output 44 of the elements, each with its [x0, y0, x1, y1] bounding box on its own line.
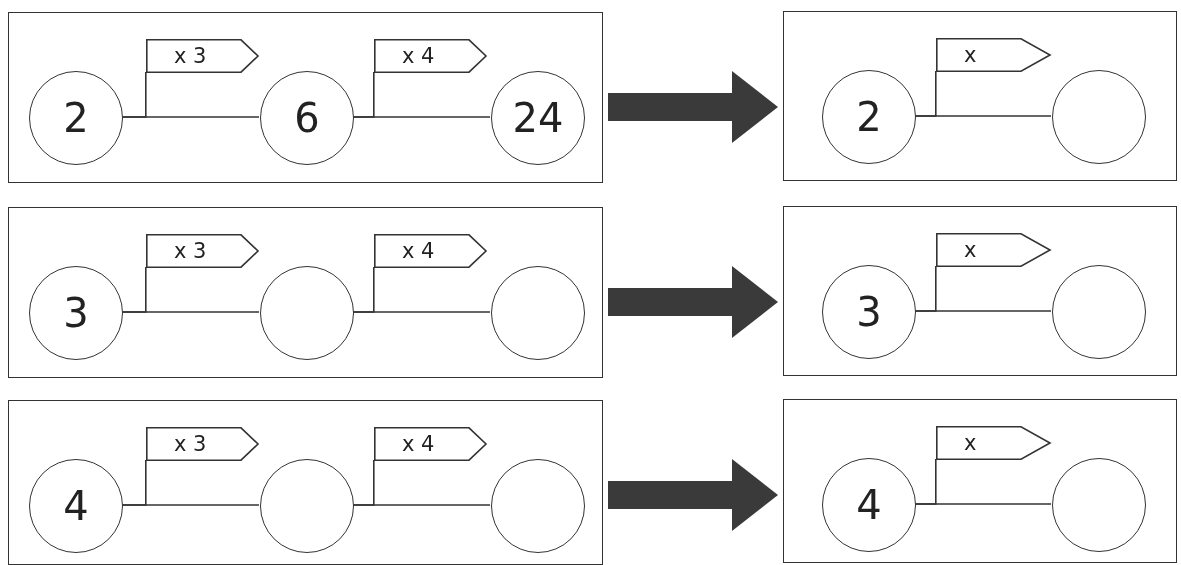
flag-pole-line [352, 71, 375, 118]
panel-box [783, 11, 1177, 181]
number-text: 24 [512, 95, 564, 141]
flag-pole-line [914, 458, 937, 505]
flag-tag [374, 234, 487, 268]
number-text: 4 [856, 482, 882, 528]
number-text: 2 [63, 95, 89, 141]
flag-tag [936, 426, 1051, 460]
multiplier-text: x 4 [402, 44, 435, 68]
flag-pole-line [121, 459, 147, 506]
multiplier-text: x [964, 431, 977, 455]
number-text: 6 [294, 95, 320, 141]
panel-box [783, 399, 1177, 563]
number-text: 3 [856, 289, 882, 335]
multiplier-text: x 3 [174, 239, 207, 263]
panel-box [783, 206, 1177, 376]
multiplier-text: x 3 [174, 432, 207, 456]
flag-tag [936, 38, 1051, 72]
flag-tag [374, 39, 487, 73]
number-text: 3 [63, 290, 89, 336]
multiplier-text: x 4 [402, 432, 435, 456]
block-arrow [608, 71, 778, 143]
flag-pole-line [352, 266, 375, 313]
number-text: 2 [856, 94, 882, 140]
multiplier-text: x [964, 238, 977, 262]
number-text: 4 [63, 483, 89, 529]
panel-box [8, 207, 603, 378]
flag-tag [374, 427, 487, 461]
multiplier-text: x [964, 43, 977, 67]
multiplier-text: x 4 [402, 239, 435, 263]
panel-box [8, 400, 603, 565]
flag-pole-line [121, 266, 147, 313]
flag-tag [146, 39, 259, 73]
block-arrow [608, 266, 778, 338]
panel-box [8, 12, 603, 183]
flag-pole-line [121, 71, 147, 118]
flag-pole-line [914, 265, 937, 312]
flag-tag [146, 427, 259, 461]
flag-pole-line [914, 70, 937, 117]
block-arrow [608, 459, 778, 531]
flag-pole-line [352, 459, 375, 506]
flag-tag [936, 233, 1051, 267]
multiplier-text: x 3 [174, 44, 207, 68]
flag-tag [146, 234, 259, 268]
